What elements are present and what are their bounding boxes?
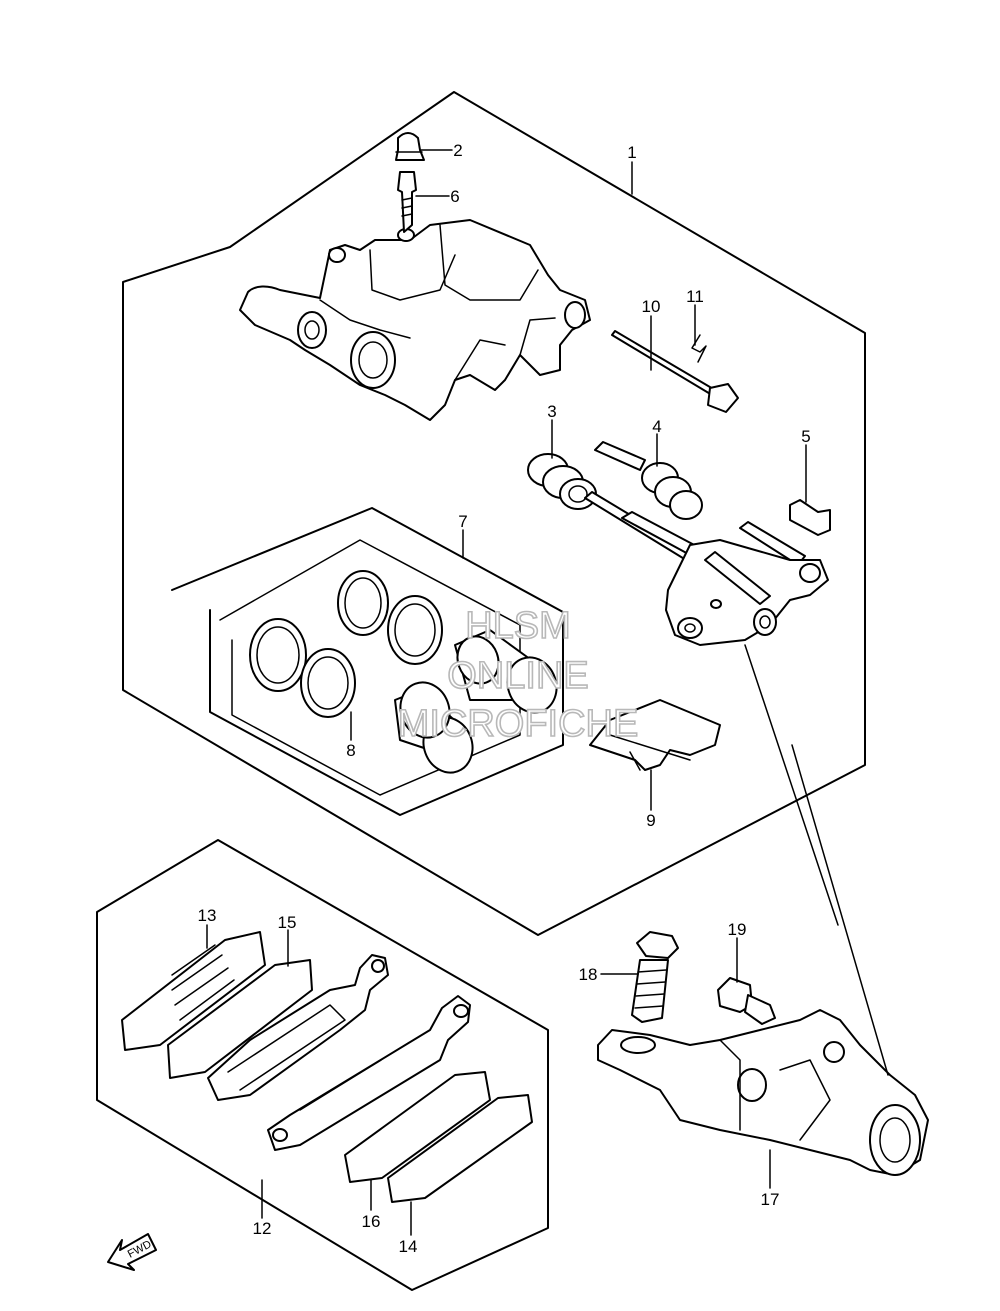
pad-shim-13 [121,931,266,1051]
label-19: 19 [728,920,747,939]
label-3: 3 [547,402,556,421]
label-11: 11 [686,287,704,306]
bleeder-cap [395,132,425,161]
label-6: 6 [450,187,459,206]
label-4: 4 [652,417,661,436]
piston-seals [249,570,443,718]
label-14: 14 [399,1237,418,1256]
leader-lines [206,149,889,1236]
pad-shim-16 [344,1071,491,1183]
sleeve-pin [594,441,703,520]
label-8: 8 [346,741,355,760]
pad-set-outline [96,839,549,1291]
pad-spring [589,699,721,771]
bolt-19 [717,977,776,1025]
pad-shim-14 [387,1094,533,1203]
fwd-arrow-icon: FWD [107,1233,157,1271]
label-15: 15 [278,913,297,932]
piston-seal-outline [219,539,521,796]
watermark-line-2: ONLINE [447,655,588,697]
label-17: 17 [761,1190,780,1209]
label-7: 7 [458,512,467,531]
label-5: 5 [801,427,810,446]
watermark-line-3: MICROFICHE [398,703,639,745]
pad-shim-15 [167,959,313,1079]
pin-clip [691,334,707,363]
caliper-assembly-outline [122,91,866,936]
label-9: 9 [646,811,655,830]
caliper-bracket [584,491,829,646]
pistons [394,629,558,774]
label-16: 16 [362,1212,381,1231]
spring-clip [789,499,831,536]
mounting-bracket [597,1009,929,1176]
brake-pad-front [207,954,389,1101]
bolt-18 [631,931,679,1023]
label-13: 13 [198,906,217,925]
label-1: 1 [627,143,636,162]
watermark: HLSM ONLINE MICROFICHE [397,604,639,746]
part-labels: 1 2 3 4 5 6 7 8 9 10 11 12 13 14 15 16 1… [198,141,811,1256]
brake-pad-rear [267,995,471,1151]
label-10: 10 [642,297,661,316]
caliper-body [239,219,591,421]
label-18: 18 [579,965,598,984]
bleeder-valve [397,171,417,233]
pad-pin [611,330,739,413]
dust-boot-3 [527,453,597,510]
label-12: 12 [253,1219,272,1238]
watermark-line-1: HLSM [465,605,571,647]
label-2: 2 [453,141,462,160]
piston-kit-outline [171,507,564,816]
